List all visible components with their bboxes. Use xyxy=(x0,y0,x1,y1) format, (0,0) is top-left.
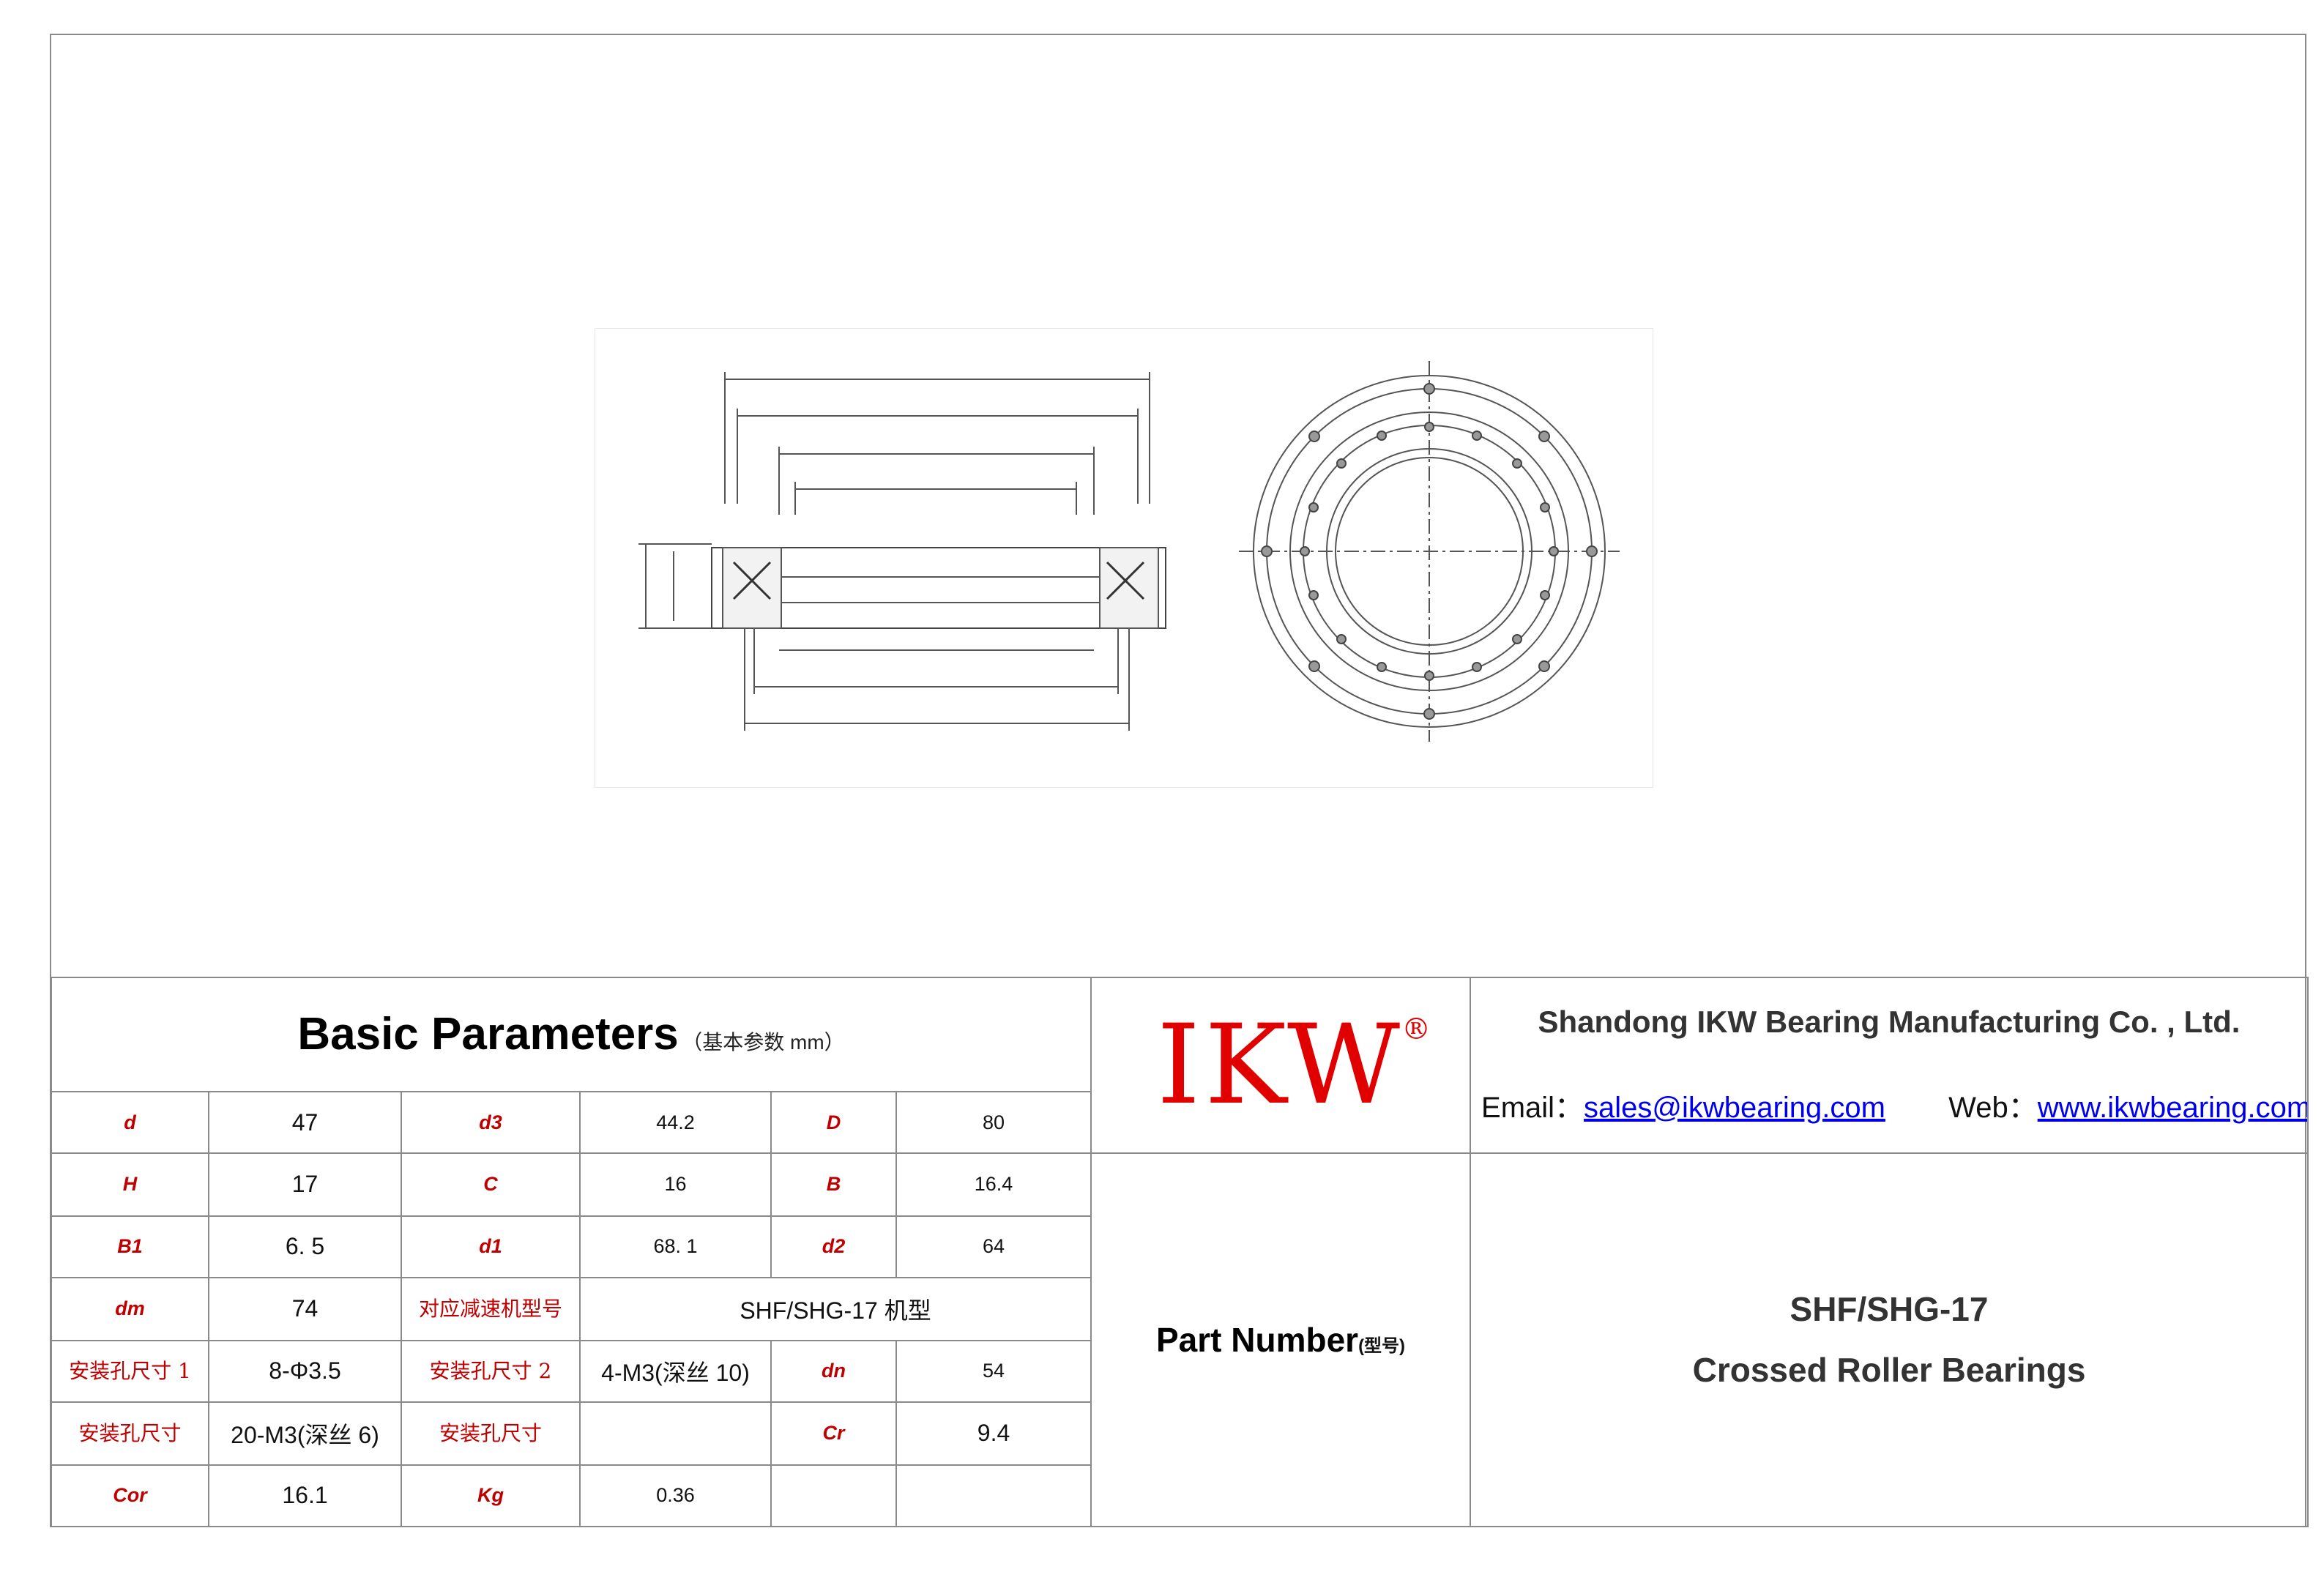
value-dn: 54 xyxy=(895,1339,1092,1404)
label-dm: dm xyxy=(51,1277,209,1341)
basic-parameters-subtitle: （基本参数 mm） xyxy=(682,1031,845,1054)
label-D: D xyxy=(770,1090,897,1155)
website-link[interactable]: www.ikwbearing.com xyxy=(2037,1092,2309,1125)
label-empty xyxy=(770,1464,897,1527)
brand-logo-cell: IKW® xyxy=(1090,976,1472,1155)
parameters-table: Basic Parameters （基本参数 mm） IKW® Shandong… xyxy=(50,976,2309,1527)
front-view xyxy=(1239,361,1620,742)
drawing-sheet-border xyxy=(50,34,2306,1527)
value-D: 80 xyxy=(895,1090,1092,1155)
value-mount-hole-4 xyxy=(579,1401,772,1466)
value-d: 47 xyxy=(208,1090,402,1155)
value-d1: 68. 1 xyxy=(579,1215,772,1279)
value-d2: 64 xyxy=(895,1215,1092,1279)
value-Cr: 9.4 xyxy=(895,1401,1092,1466)
label-mount-hole-4: 安装孔尺寸 xyxy=(401,1401,581,1466)
label-d: d xyxy=(51,1090,209,1155)
label-B: B xyxy=(770,1152,897,1217)
value-mount-hole-2: 4-M3(深丝 10) xyxy=(579,1339,772,1404)
value-Kg: 0.36 xyxy=(579,1464,772,1527)
value-mount-hole-3: 20-M3(深丝 6) xyxy=(208,1401,402,1466)
label-d1: d1 xyxy=(401,1215,581,1279)
email-label: Email： xyxy=(1481,1092,1584,1125)
label-Cor: Cor xyxy=(51,1464,209,1527)
basic-parameters-header: Basic Parameters （基本参数 mm） xyxy=(50,977,1092,1092)
label-mount-hole-1: 安装孔尺寸 1 xyxy=(51,1339,209,1404)
part-number-value-cell: SHF/SHG-17 Crossed Roller Bearings xyxy=(1470,1152,2309,1527)
web-label: Web： xyxy=(1948,1092,2038,1125)
label-C: C xyxy=(401,1152,581,1217)
contact-row: Email：sales@ikwbearing.com Web：www.ikwbe… xyxy=(1472,1084,2309,1126)
part-type: Crossed Roller Bearings xyxy=(1692,1351,2086,1390)
value-empty xyxy=(895,1464,1092,1527)
label-Kg: Kg xyxy=(401,1464,581,1527)
bearing-technical-drawing xyxy=(595,328,1653,788)
value-B1: 6. 5 xyxy=(208,1215,402,1279)
label-H: H xyxy=(51,1152,209,1217)
label-B1: B1 xyxy=(51,1215,209,1279)
value-H: 17 xyxy=(208,1152,402,1217)
cross-section-view xyxy=(638,372,1166,731)
value-C: 16 xyxy=(579,1152,772,1217)
value-B: 16.4 xyxy=(895,1152,1092,1217)
value-Cor: 16.1 xyxy=(208,1464,402,1527)
value-mount-hole-1: 8-Φ3.5 xyxy=(208,1339,402,1404)
label-mount-hole-3: 安装孔尺寸 xyxy=(51,1401,209,1466)
basic-parameters-title: Basic Parameters xyxy=(297,1009,679,1060)
registered-mark: ® xyxy=(1401,1013,1436,1047)
label-Cr: Cr xyxy=(770,1401,897,1466)
value-d3: 44.2 xyxy=(579,1090,772,1155)
value-reducer-model: SHF/SHG-17 机型 xyxy=(578,1277,1092,1341)
email-link[interactable]: sales@ikwbearing.com xyxy=(1584,1092,1885,1125)
ikw-logo: IKW® xyxy=(1156,1002,1436,1130)
label-d2: d2 xyxy=(770,1215,897,1279)
value-dm: 74 xyxy=(208,1277,402,1341)
company-name: Shandong IKW Bearing Manufacturing Co. ,… xyxy=(1538,1005,2241,1040)
label-reducer-model: 对应减速机型号 xyxy=(401,1277,581,1341)
label-d3: d3 xyxy=(401,1090,581,1155)
part-number-label-sub: (型号) xyxy=(1358,1336,1406,1357)
part-number-label-cell: Part Number(型号) xyxy=(1090,1152,1472,1527)
part-model: SHF/SHG-17 xyxy=(1789,1290,1989,1329)
label-mount-hole-2: 安装孔尺寸 2 xyxy=(401,1339,581,1404)
company-info-cell: Shandong IKW Bearing Manufacturing Co. ,… xyxy=(1470,976,2309,1155)
part-number-label: Part Number xyxy=(1155,1321,1359,1360)
label-dn: dn xyxy=(770,1339,897,1404)
